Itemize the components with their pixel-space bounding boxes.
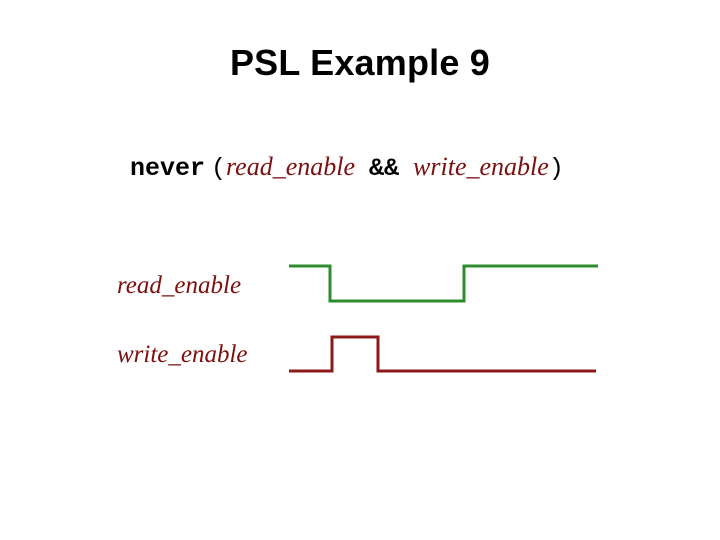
write-enable-waveform	[289, 335, 596, 373]
slide-title: PSL Example 9	[229, 42, 491, 83]
keyword-never: never	[130, 154, 206, 183]
operand-read-enable: read_enable	[226, 152, 356, 181]
read-enable-waveform	[289, 264, 598, 303]
write-enable-label: write_enable	[117, 341, 248, 368]
operand-write-enable: write_enable	[413, 152, 549, 181]
open-paren: (	[211, 154, 227, 183]
close-paren: )	[548, 154, 564, 183]
psl-expression: never(read_enable && write_enable)	[130, 150, 564, 186]
read-enable-label: read_enable	[117, 272, 242, 299]
and-operator: &&	[369, 154, 400, 183]
